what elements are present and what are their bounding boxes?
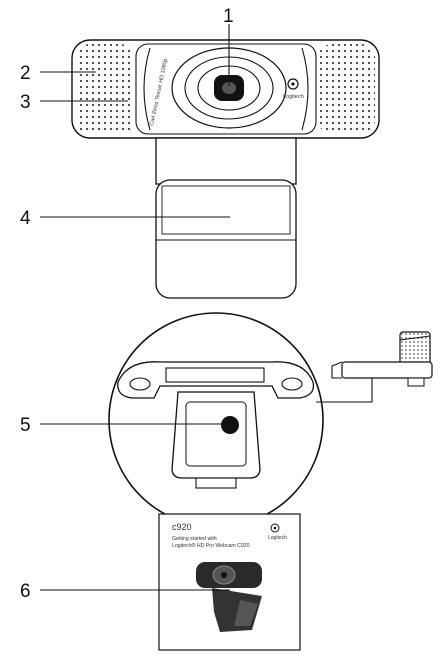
guide-line-1: Getting started with xyxy=(172,536,217,542)
side-view-foot xyxy=(407,377,425,387)
guide-logo-icon xyxy=(270,523,280,533)
callout-5: 5 xyxy=(20,415,31,436)
lens-glass xyxy=(222,82,236,94)
side-view-hook xyxy=(331,361,343,379)
webcam-grille-left xyxy=(76,44,134,134)
side-view-arm xyxy=(341,361,433,379)
webcam-brand: Logitech xyxy=(283,94,304,100)
mounting-clip xyxy=(155,137,297,299)
tripod-thread-icon xyxy=(221,416,239,434)
callout-1: 1 xyxy=(223,6,234,27)
guide-logo-dot xyxy=(273,526,277,530)
clip-wing-hole-left xyxy=(129,377,151,391)
guide-webcam-clip-shade xyxy=(234,600,258,626)
guide-line-2: Logitech® HD Pro Webcam C920 xyxy=(172,542,250,549)
clip-arm-inner xyxy=(161,185,291,235)
callout-2: 2 xyxy=(20,63,31,84)
webcam-front-view: Carl Zeiss Tessar HD 1080p Logitech xyxy=(71,39,380,139)
callout-6: 6 xyxy=(20,581,31,602)
side-view-cable xyxy=(316,378,373,403)
logitech-logo-dot xyxy=(291,82,295,86)
callout-leaders xyxy=(40,24,230,591)
clip-wing-hole-right xyxy=(281,377,303,391)
clip-base-tab xyxy=(195,477,237,489)
side-view-mount xyxy=(316,331,433,403)
guide-brand: Logitech xyxy=(268,535,287,541)
side-view-camera-lip xyxy=(399,335,431,341)
clip-inner-panel xyxy=(185,401,247,467)
quick-start-guide: c920 Getting started with Logitech® HD P… xyxy=(158,513,301,651)
webcam-bezel-left xyxy=(143,47,151,131)
clip-hinge xyxy=(155,137,297,185)
callout-numbers: 1 2 3 4 5 6 xyxy=(20,6,234,602)
guide-model: c920 xyxy=(172,522,192,532)
clip-top-slot xyxy=(165,367,265,383)
guide-webcam-lens-center xyxy=(221,572,227,578)
webcam-grille-right xyxy=(318,44,375,134)
callout-3: 3 xyxy=(20,92,31,113)
clip-closeup xyxy=(108,312,324,528)
callout-4: 4 xyxy=(20,208,31,229)
webcam-bezel-right xyxy=(301,47,309,131)
logitech-logo-icon xyxy=(287,78,299,90)
